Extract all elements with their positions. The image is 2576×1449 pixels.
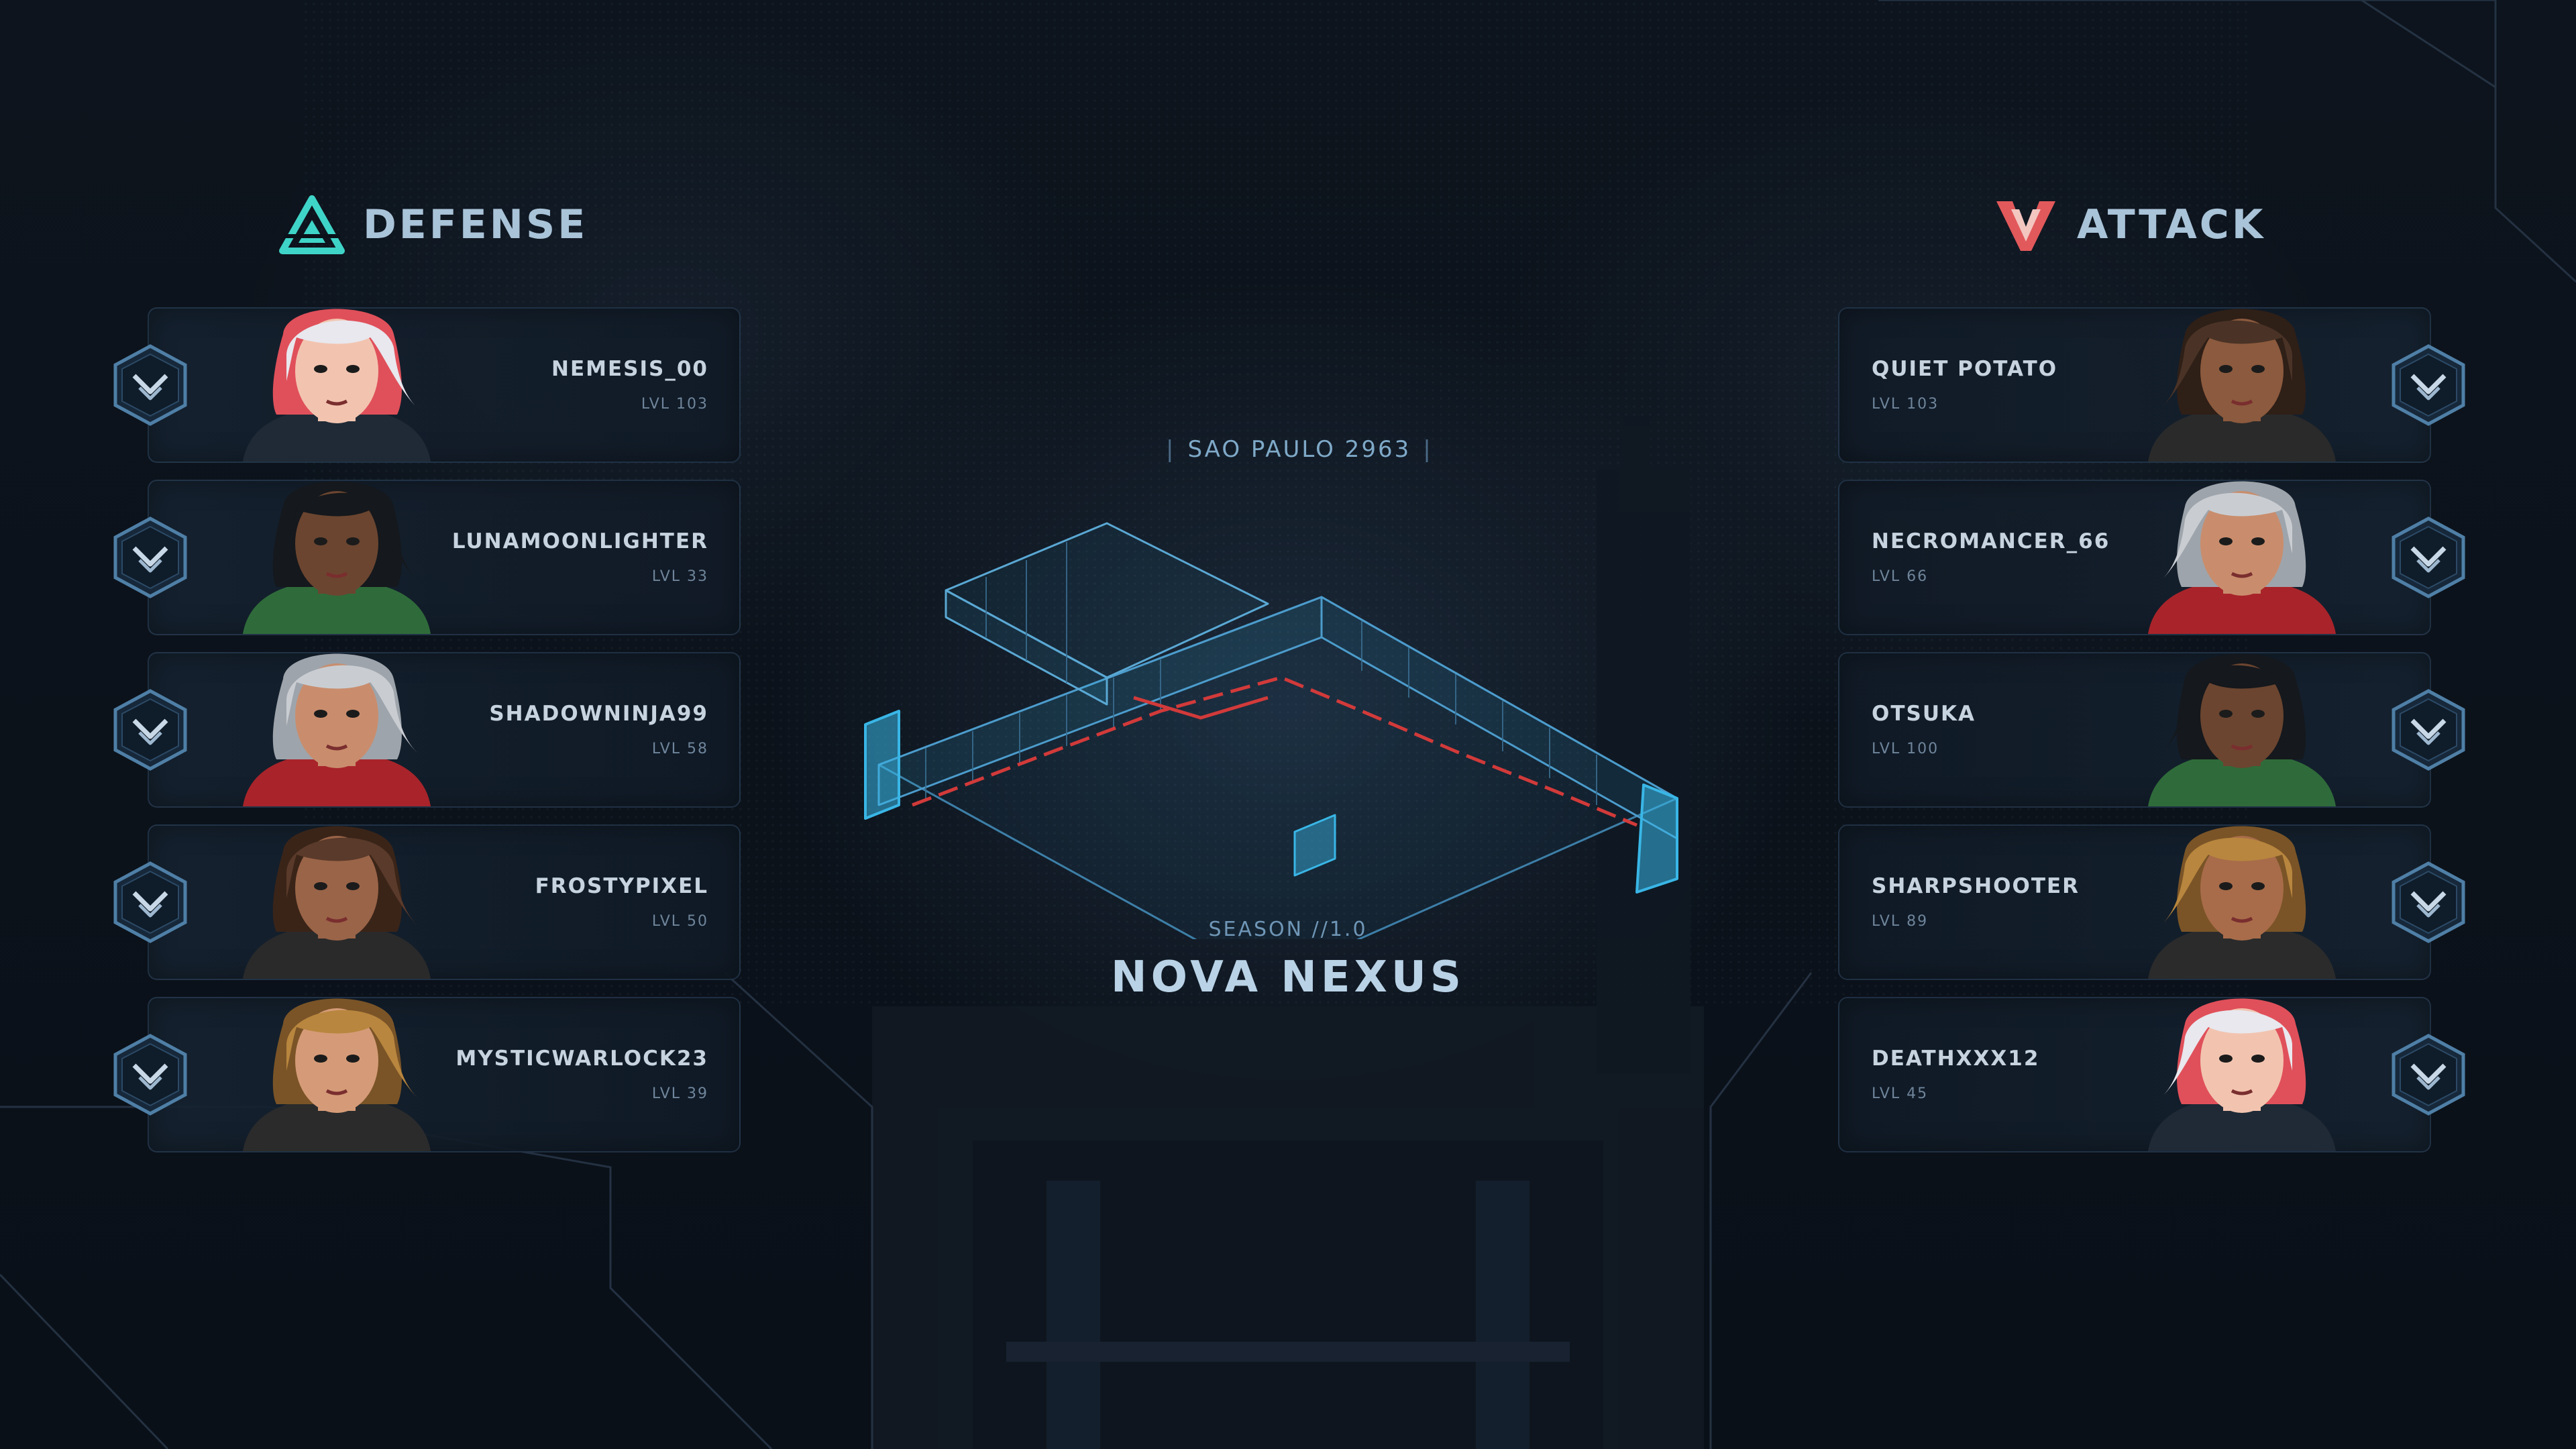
player-card[interactable]: MYSTICWARLOCK23 LVL 39 <box>113 997 741 1152</box>
player-name: DEATHXXX12 <box>1872 1046 2040 1071</box>
player-avatar <box>203 824 471 979</box>
location-label: SAO PAULO 2963 <box>1187 436 1411 463</box>
player-name: MYSTICWARLOCK23 <box>455 1046 708 1071</box>
player-name: NEMESIS_00 <box>551 357 708 381</box>
player-level: LVL 45 <box>1872 1085 1929 1102</box>
chevron-rank-badge-icon <box>2392 861 2465 943</box>
map-wireframe-model <box>864 522 1678 939</box>
defense-header: DEFENSE <box>278 195 588 255</box>
v-emblem-icon <box>1996 201 2055 251</box>
player-level: LVL 39 <box>651 1085 708 1102</box>
attack-header: ATTACK <box>1992 195 2265 255</box>
player-card[interactable]: NEMESIS_00 LVL 103 <box>113 307 741 463</box>
player-card[interactable]: DEATHXXX12 LVL 45 <box>1838 997 2465 1152</box>
player-avatar <box>203 480 471 634</box>
attack-roster: QUIET POTATO LVL 103 NECROMANCER_66 LVL … <box>1838 307 2465 1169</box>
map-location: |SAO PAULO 2963| <box>1166 436 1433 463</box>
player-name: SHARPSHOOTER <box>1872 874 2080 898</box>
player-level: LVL 66 <box>1872 568 1929 585</box>
player-avatar <box>203 997 471 1151</box>
player-name: OTSUKA <box>1872 702 1976 726</box>
attack-label: ATTACK <box>2077 201 2266 248</box>
defense-roster: NEMESIS_00 LVL 103 LUNAMOONLIGHTER LVL 3… <box>113 307 741 1169</box>
player-name: LUNAMOONLIGHTER <box>451 529 708 553</box>
player-avatar <box>2108 997 2376 1151</box>
chevron-rank-badge-icon <box>2392 344 2465 426</box>
player-avatar <box>2108 652 2376 806</box>
player-card[interactable]: SHADOWNINJA99 LVL 58 <box>113 652 741 808</box>
chevron-rank-badge-icon <box>2392 689 2465 771</box>
triangle-emblem-icon <box>279 195 345 254</box>
player-avatar <box>2108 824 2376 979</box>
chevron-rank-badge-icon <box>113 344 187 426</box>
defense-label: DEFENSE <box>363 201 588 248</box>
player-name: SHADOWNINJA99 <box>489 702 708 726</box>
player-level: LVL 58 <box>651 741 708 757</box>
chevron-rank-badge-icon <box>113 517 187 598</box>
player-avatar <box>2108 307 2376 462</box>
chevron-rank-badge-icon <box>2392 1034 2465 1116</box>
player-level: LVL 100 <box>1872 741 1939 757</box>
player-level: LVL 89 <box>1872 913 1929 930</box>
chevron-rank-badge-icon <box>113 689 187 771</box>
player-card[interactable]: FROSTYPIXEL LVL 50 <box>113 824 741 980</box>
player-name: NECROMANCER_66 <box>1872 529 2110 553</box>
player-name: QUIET POTATO <box>1872 357 2058 381</box>
player-level: LVL 103 <box>641 396 708 413</box>
player-level: LVL 50 <box>651 913 708 930</box>
player-name: FROSTYPIXEL <box>535 874 708 898</box>
player-avatar <box>2108 480 2376 634</box>
player-card[interactable]: NECROMANCER_66 LVL 66 <box>1838 480 2465 635</box>
player-card[interactable]: SHARPSHOOTER LVL 89 <box>1838 824 2465 980</box>
player-level: LVL 103 <box>1872 396 1939 413</box>
chevron-rank-badge-icon <box>113 861 187 943</box>
player-card[interactable]: OTSUKA LVL 100 <box>1838 652 2465 808</box>
chevron-rank-badge-icon <box>113 1034 187 1116</box>
player-card[interactable]: QUIET POTATO LVL 103 <box>1838 307 2465 463</box>
player-avatar <box>203 652 471 806</box>
chevron-rank-badge-icon <box>2392 517 2465 598</box>
player-card[interactable]: LUNAMOONLIGHTER LVL 33 <box>113 480 741 635</box>
season-label: SEASON //1.0 <box>1208 918 1368 941</box>
map-name: NOVA NEXUS <box>1111 953 1465 1002</box>
player-avatar <box>203 307 471 462</box>
player-level: LVL 33 <box>651 568 708 585</box>
